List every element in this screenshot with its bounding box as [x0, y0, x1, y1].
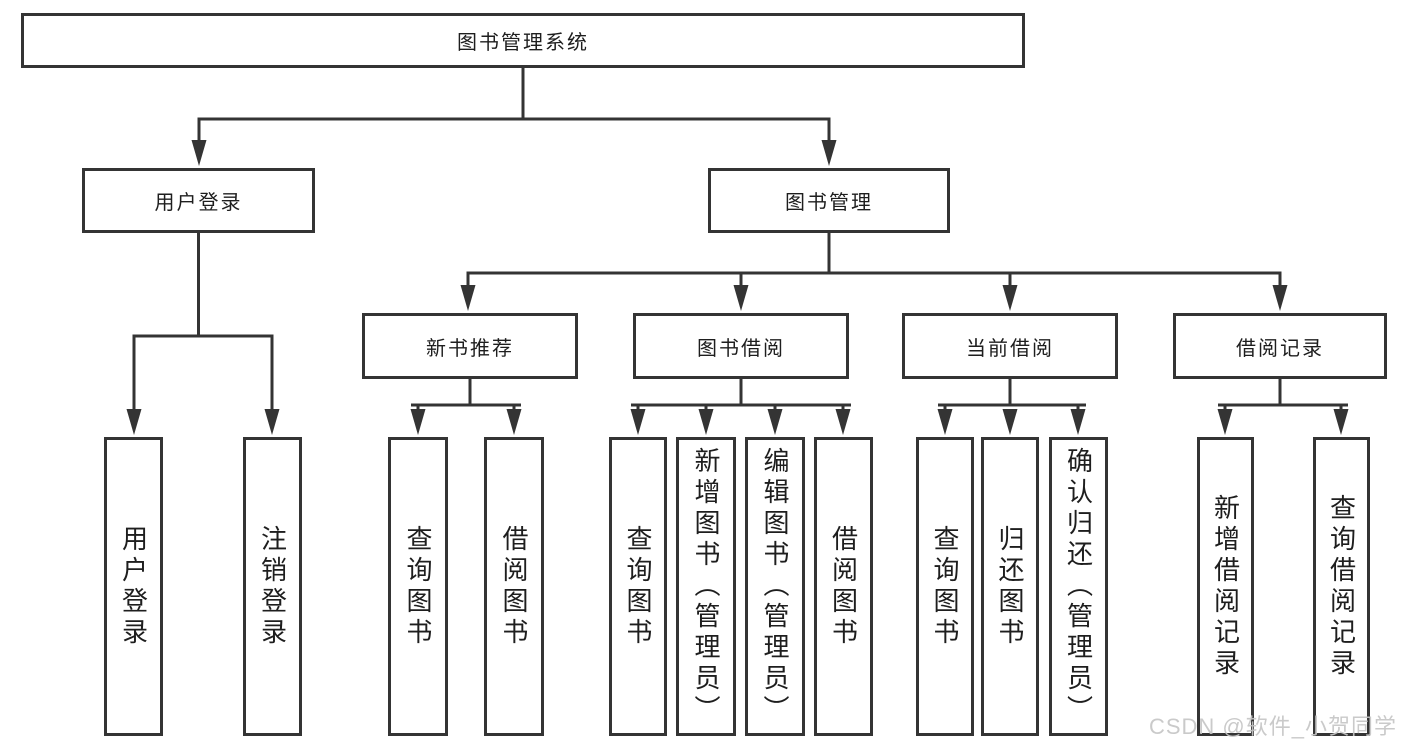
node-book-borrowing-label: 图书借阅: [697, 337, 785, 360]
node-user-login: 用户登录: [82, 168, 315, 233]
node-new-book-recommend: 新书推荐: [362, 313, 578, 379]
leaf-query-books-current: 查询图书: [916, 437, 974, 736]
node-current-borrowing-label: 当前借阅: [966, 337, 1054, 360]
leaf-add-borrow-record-label: 新增借阅记录: [1210, 493, 1241, 680]
leaf-query-borrow-record-label: 查询借阅记录: [1326, 493, 1357, 680]
leaf-logout-label: 注销登录: [257, 524, 288, 649]
leaf-return-books-label: 归还图书: [995, 524, 1025, 649]
leaf-add-books-admin-label: 新增图书（管理员）: [691, 447, 721, 726]
leaf-query-books-recommend-label: 查询图书: [403, 524, 433, 649]
node-user-login-label: 用户登录: [154, 192, 243, 214]
leaf-query-books-borrowing: 查询图书: [609, 437, 667, 736]
node-current-borrowing: 当前借阅: [902, 313, 1118, 379]
node-borrowing-records: 借阅记录: [1173, 313, 1387, 379]
leaf-borrow-books-recommend-label: 借阅图书: [499, 524, 529, 649]
leaf-query-books-borrowing-label: 查询图书: [623, 524, 653, 649]
leaf-return-books: 归还图书: [981, 437, 1039, 736]
node-root-label: 图书管理系统: [457, 32, 589, 54]
leaf-query-books-current-label: 查询图书: [930, 524, 960, 649]
leaf-query-books-recommend: 查询图书: [388, 437, 448, 736]
node-book-borrowing: 图书借阅: [633, 313, 849, 379]
node-book-management-label: 图书管理: [785, 192, 873, 214]
leaf-user-login-label: 用户登录: [118, 524, 149, 649]
leaf-add-books-admin: 新增图书（管理员）: [676, 437, 736, 736]
node-new-book-recommend-label: 新书推荐: [426, 337, 514, 360]
leaf-borrow-books-label: 借阅图书: [828, 524, 859, 649]
leaf-confirm-return-admin-label: 确认归还（管理员）: [1063, 447, 1094, 726]
node-root-system: 图书管理系统: [21, 13, 1025, 68]
leaf-user-login: 用户登录: [104, 437, 163, 736]
leaf-edit-books-admin-label: 编辑图书（管理员）: [760, 447, 790, 726]
leaf-edit-books-admin: 编辑图书（管理员）: [745, 437, 805, 736]
leaf-confirm-return-admin: 确认归还（管理员）: [1049, 437, 1108, 736]
node-book-management: 图书管理: [708, 168, 950, 233]
leaf-query-borrow-record: 查询借阅记录: [1313, 437, 1370, 736]
leaf-borrow-books: 借阅图书: [814, 437, 873, 736]
leaf-logout: 注销登录: [243, 437, 302, 736]
leaf-borrow-books-recommend: 借阅图书: [484, 437, 544, 736]
leaf-add-borrow-record: 新增借阅记录: [1197, 437, 1254, 736]
node-borrowing-records-label: 借阅记录: [1236, 337, 1324, 360]
csdn-watermark: CSDN @软件_小贺同学: [1148, 714, 1397, 739]
